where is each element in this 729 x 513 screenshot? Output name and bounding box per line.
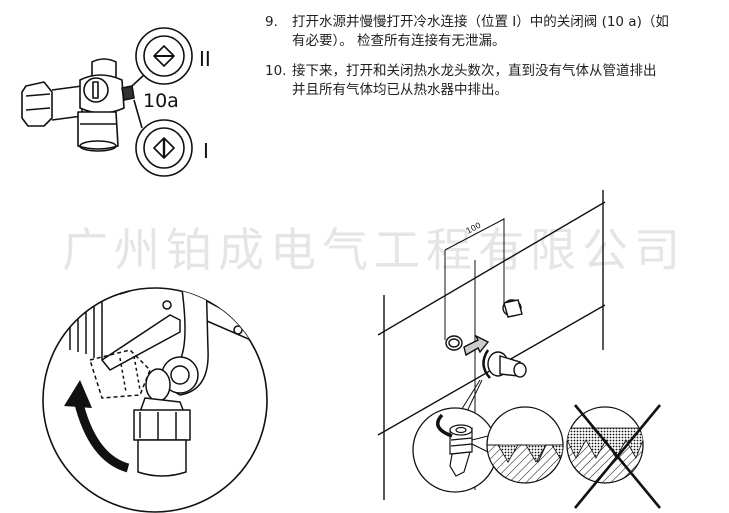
step-line-1: 打开水源并慢慢打开冷水连接（位置 I）中的关闭阀 (10 a)（如 (292, 14, 669, 30)
valve-drawing (21, 27, 193, 177)
rotate-fitting-drawing (42, 287, 268, 513)
installation-drawing: 100 (377, 190, 662, 509)
tape-wrap-icon (436, 413, 453, 438)
callout-10a-label: 10a (143, 90, 179, 112)
diamond-horizontal-bar-icon (150, 42, 178, 70)
dimension-label: 100 (465, 221, 483, 236)
position-i-label: I (203, 139, 209, 163)
watermark: 广州铂成电气工程有限公司 (62, 223, 686, 277)
cross-out-icon (573, 404, 662, 509)
step-line-2: 并且所有气体均已从热水器中排出。 (292, 82, 508, 98)
valve-figure: II 10a I (0, 0, 250, 190)
rotate-arrow-icon (64, 380, 130, 473)
rotate-fitting-figure (30, 280, 280, 513)
step-10: 10. 接下来，打开和关闭热水龙头数次，直到没有气体从管道排出 并且所有气体均已… (265, 62, 725, 102)
step-number: 10. (265, 63, 287, 79)
step-line-2: 有必要）。 检查所有连接有无泄漏。 (292, 33, 506, 49)
thread-seal-correct (486, 406, 564, 484)
step-number: 9. (265, 14, 278, 30)
thread-seal-incorrect-crossed (566, 404, 662, 509)
position-ii-label: II (199, 47, 211, 71)
step-line-1: 接下来，打开和关闭热水龙头数次，直到没有气体从管道排出 (292, 63, 657, 79)
diamond-vertical-bar-icon (150, 134, 178, 162)
installation-figure: 100 (360, 190, 729, 513)
step-9: 9. 打开水源并慢慢打开冷水连接（位置 I）中的关闭阀 (10 a)（如 有必要… (265, 13, 725, 53)
